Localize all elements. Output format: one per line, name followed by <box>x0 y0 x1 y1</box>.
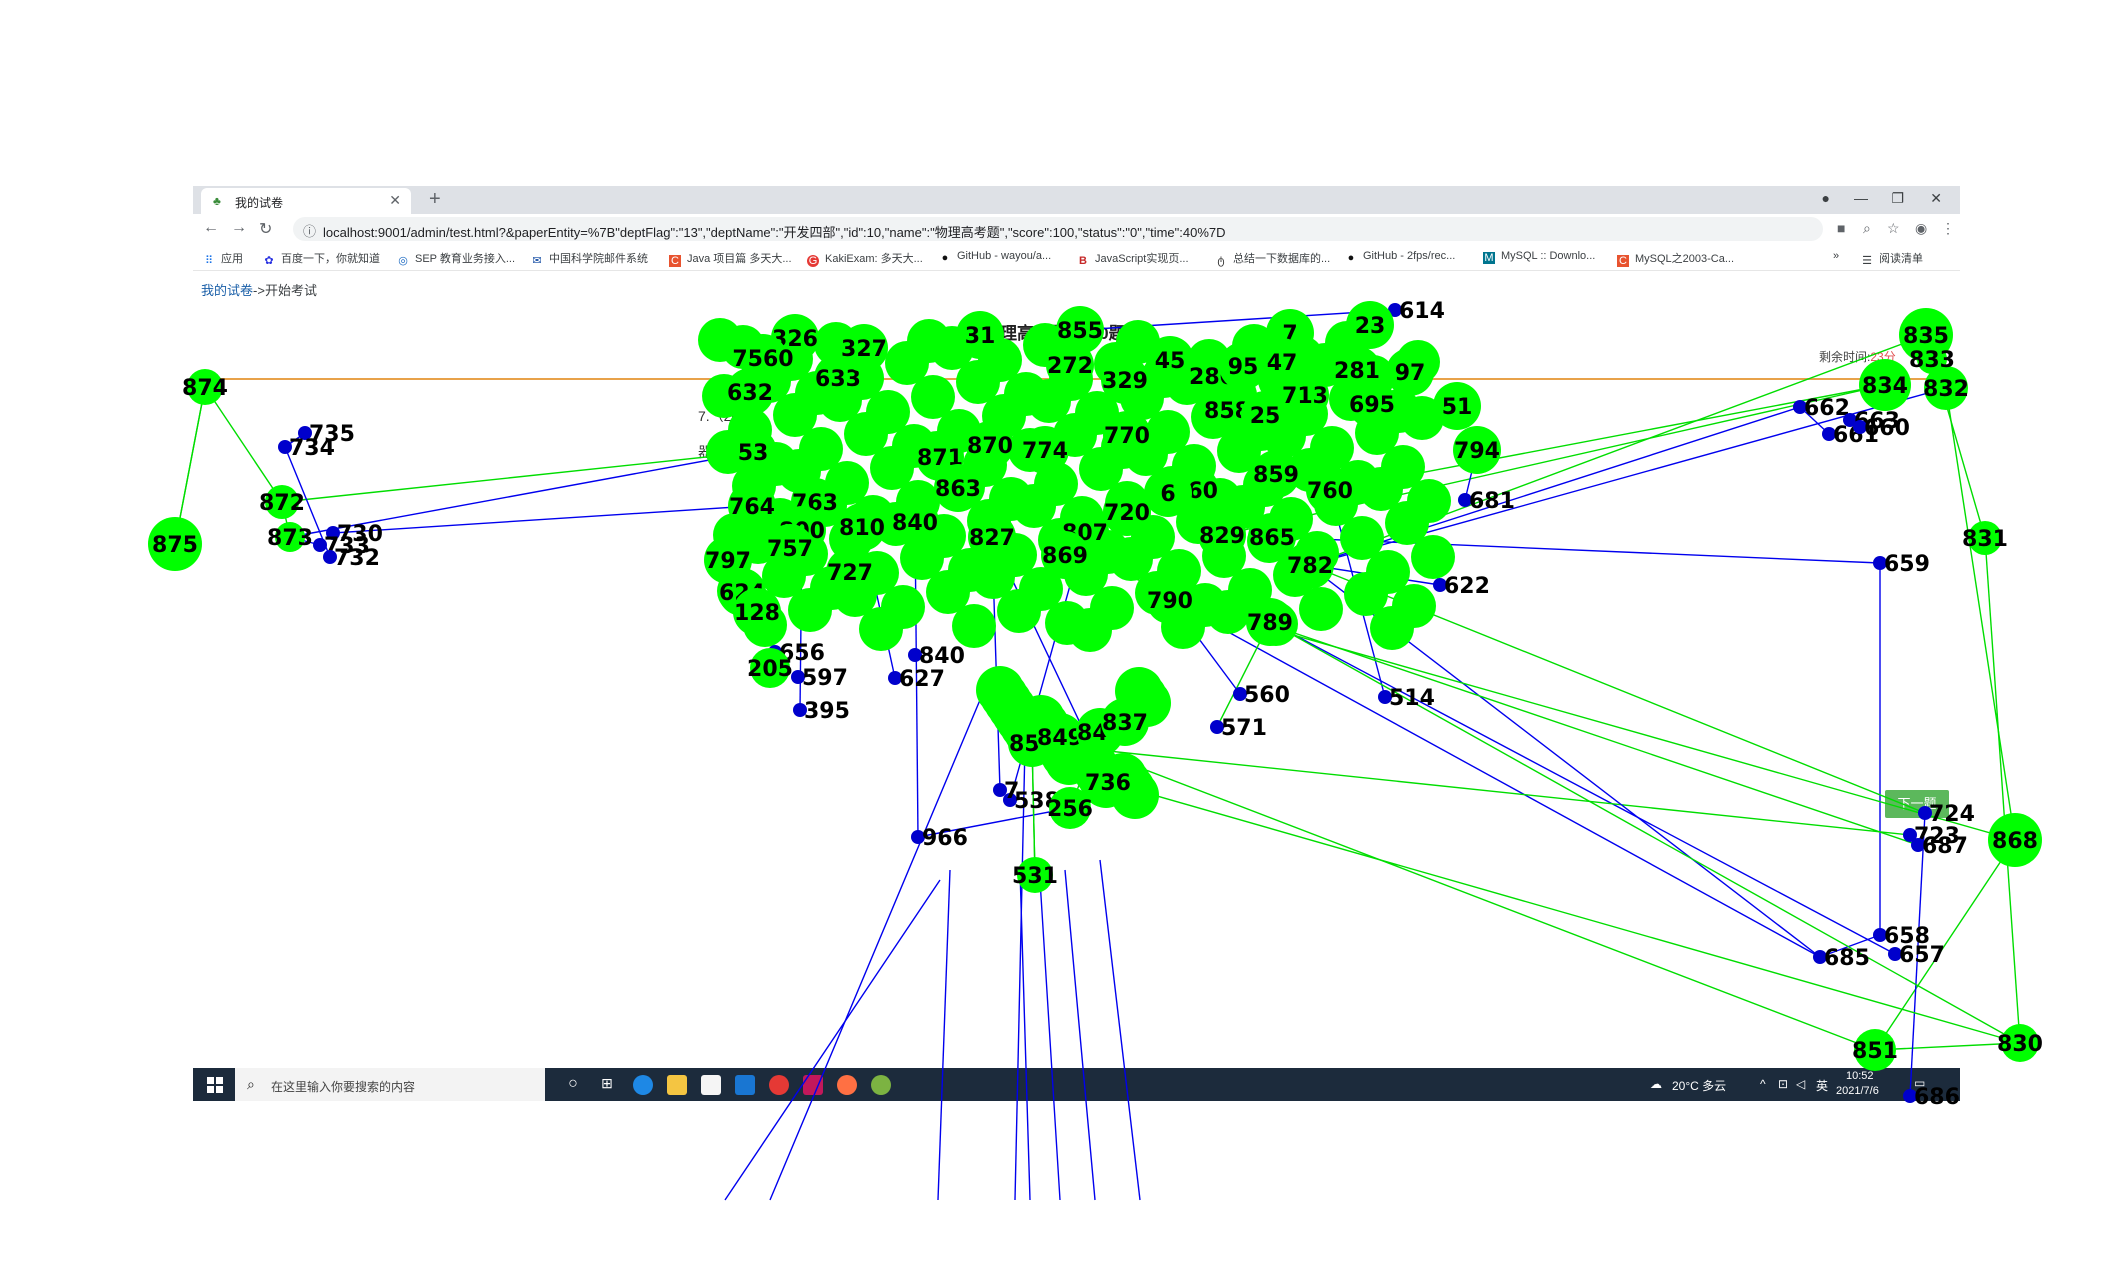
timer-label: 剩余时间: <box>1819 350 1871 364</box>
windows-taskbar: ⌕ 在这里输入你要搜索的内容 ○ ⊞ ☁ 20°C 多云 ^ ⊡ ◁ 英 10:… <box>193 1068 1960 1101</box>
minimize-icon[interactable]: — <box>1854 190 1868 206</box>
browser-toolbar: ← → ↻ ⓘ localhost:9001/admin/test.html?&… <box>193 214 1960 244</box>
timer-value: 23分 <box>1870 350 1896 364</box>
mail-icon: ✉ <box>532 255 542 267</box>
bookmark-item[interactable]: ✉中国科学院邮件系统 <box>532 253 648 267</box>
bookmark-item[interactable]: ●GitHub - 2fps/rec... <box>1345 250 1456 264</box>
notification-icon[interactable]: ▭ <box>1914 1076 1926 1090</box>
question-text: 7.（202 <box>698 408 748 424</box>
close-window-icon[interactable]: ✕ <box>1930 190 1942 206</box>
search-icon: ⌕ <box>247 1076 255 1092</box>
clock-date[interactable]: 2021/7/6 <box>1836 1085 1879 1097</box>
breadcrumb-link[interactable]: 我的试卷 <box>201 283 254 298</box>
graph-node-big <box>2001 1024 2039 1062</box>
chrome-icon[interactable] <box>769 1075 789 1095</box>
github-icon: ● <box>941 252 949 264</box>
baidu-icon: ✿ <box>264 255 274 267</box>
new-tab-button[interactable]: + <box>429 188 441 210</box>
intellij-icon[interactable] <box>803 1075 823 1095</box>
info-icon[interactable]: ⓘ <box>303 224 317 239</box>
breadcrumb-separator: -> <box>253 283 265 298</box>
graph-edge <box>1984 537 2021 1044</box>
divider <box>193 378 1960 380</box>
csdn-icon: C <box>669 255 681 267</box>
network-icon[interactable]: ⊡ <box>1778 1077 1789 1091</box>
graph-node-label: 868 <box>1992 829 2038 854</box>
reload-icon[interactable]: ↻ <box>259 221 273 238</box>
graph-node-label: 830 <box>1997 1032 2043 1057</box>
url-text[interactable]: localhost:9001/admin/test.html?&paperEnt… <box>323 225 1226 240</box>
apps-icon: ⠿ <box>204 255 214 267</box>
bookmarks-bar: ⠿应用 ✿百度一下，你就知道 ◎SEP 教育业务接入... ✉中国科学院邮件系统… <box>193 244 1960 271</box>
page-title: 物理高考题 共10题 <box>983 324 1126 343</box>
db-icon: ტ <box>1217 255 1225 267</box>
g-icon: G <box>807 255 819 267</box>
csdn-icon: C <box>1617 255 1629 267</box>
ime-indicator[interactable]: 英 <box>1816 1079 1829 1093</box>
breadcrumb-current: 开始考试 <box>264 283 317 298</box>
graph-node-big <box>1988 813 2042 867</box>
tab-title: 我的试卷 <box>235 196 284 210</box>
edge-icon[interactable] <box>633 1075 653 1095</box>
system-tray: ☁ 20°C 多云 ^ ⊡ ◁ 英 10:52 2021/7/6 ▭ <box>1650 1068 1950 1101</box>
countdown-timer: 剩余时间:23分 <box>1819 348 1896 365</box>
taskbar-search[interactable]: ⌕ 在这里输入你要搜索的内容 <box>235 1068 545 1101</box>
graph-node-label: 875 <box>152 533 198 558</box>
maximize-icon[interactable]: ❐ <box>1891 190 1904 206</box>
file-explorer-icon[interactable] <box>667 1075 687 1095</box>
graph-node-big <box>1968 521 2002 555</box>
camera-icon[interactable]: ■ <box>1837 220 1846 236</box>
forward-icon[interactable]: → <box>231 219 247 236</box>
profile-sync-icon[interactable]: ● <box>1821 190 1830 206</box>
b-icon: B <box>1079 255 1087 267</box>
bookmark-item[interactable]: ✿百度一下，你就知道 <box>264 253 380 267</box>
breadcrumb: 我的试卷->开始考试 <box>201 280 317 299</box>
address-bar[interactable]: ⓘ localhost:9001/admin/test.html?&paperE… <box>293 217 1823 241</box>
github-icon: ● <box>1347 252 1355 264</box>
question-text-line2: 器、着 和上 <box>698 444 772 460</box>
app-icon[interactable] <box>871 1075 891 1095</box>
cortana-icon[interactable]: ○ <box>568 1075 578 1092</box>
zoom-icon[interactable]: ⌕ <box>1863 220 1871 236</box>
task-view-icon[interactable]: ⊞ <box>601 1075 613 1091</box>
bookmark-item[interactable]: ◎SEP 教育业务接入... <box>398 253 516 267</box>
tray-chevron-icon[interactable]: ^ <box>1760 1077 1766 1091</box>
sep-icon: ◎ <box>398 255 408 267</box>
tab-my-exams[interactable]: ♣ 我的试卷 ✕ <box>201 188 411 214</box>
bookmark-apps[interactable]: ⠿应用 <box>204 253 243 267</box>
clock-time[interactable]: 10:52 <box>1846 1070 1874 1082</box>
mail-app-icon[interactable] <box>735 1075 755 1095</box>
weather[interactable]: 20°C 多云 <box>1672 1079 1727 1093</box>
windows-start-icon[interactable] <box>207 1077 223 1093</box>
back-icon[interactable]: ← <box>203 219 219 236</box>
reading-list-icon: ☰ <box>1862 255 1872 267</box>
store-icon[interactable] <box>701 1075 721 1095</box>
volume-icon[interactable]: ◁ <box>1796 1077 1806 1091</box>
cloud-icon: ☁ <box>1650 1077 1662 1091</box>
mysql-icon: M <box>1483 252 1495 264</box>
close-icon[interactable]: ✕ <box>389 192 401 208</box>
reading-list[interactable]: ☰阅读清单 <box>1862 253 1923 267</box>
graph-node-label: 831 <box>1962 527 2008 552</box>
next-question-button[interactable]: 下一题 <box>1885 790 1949 818</box>
avatar[interactable]: ◉ <box>1915 220 1928 236</box>
bookmark-item[interactable]: ●GitHub - wayou/a... <box>939 250 1051 264</box>
star-icon[interactable]: ☆ <box>1887 220 1900 236</box>
menu-icon[interactable]: ⋮ <box>1941 220 1955 236</box>
tree-icon: ♣ <box>213 194 221 208</box>
bookmarks-more[interactable]: » <box>1833 250 1840 262</box>
postman-icon[interactable] <box>837 1075 857 1095</box>
tab-strip: ♣ 我的试卷 ✕ + ● — ❐ ✕ <box>193 186 1960 214</box>
browser-screenshot: ♣ 我的试卷 ✕ + ● — ❐ ✕ ← → ↻ ⓘ localhost:900… <box>193 186 1960 1106</box>
search-placeholder: 在这里输入你要搜索的内容 <box>271 1080 416 1094</box>
